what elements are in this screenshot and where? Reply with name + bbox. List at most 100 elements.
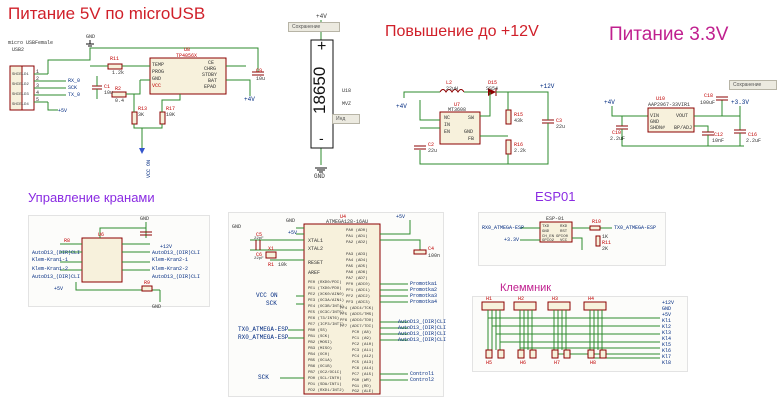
esp-pin-gnd: GND — [542, 230, 550, 234]
mcu-net-5v1: +5V — [288, 230, 298, 236]
usb-r2-ref: R2 — [115, 86, 122, 92]
mcu-pin-r6: PA5 (AD5) — [346, 265, 368, 269]
usb-r13-ref: R13 — [138, 106, 148, 112]
usb-c9-ref: C9 — [256, 68, 263, 74]
usb-u-pin-prog: PROG — [152, 69, 165, 75]
mcu-pin-r19: PC2 (A10) — [352, 343, 374, 347]
usb-c9-val: 10u — [256, 76, 266, 82]
v33-u-part: AAP2967-33VIR1 — [648, 102, 691, 108]
mcu-net-promotka1: Promotka1 — [410, 281, 438, 287]
mcu-net-control2: Control2 — [410, 377, 435, 383]
valves-net-gnd2: GND — [152, 304, 162, 310]
battery-minus-sign: - — [319, 130, 324, 146]
usb-pin-1: 1 — [36, 69, 40, 75]
v33-widget-save[interactable]: Сохранение — [729, 80, 777, 90]
mcu-c4-val: 100n — [428, 253, 441, 259]
v33-c10-val: 2.2uF — [610, 136, 626, 142]
usb-r11-ref: R11 — [110, 56, 120, 62]
v33-pin-vout: VOUT — [676, 113, 689, 119]
battery-plus-net: +4V — [316, 13, 327, 20]
usb-power-net: +4V — [244, 96, 255, 103]
mcu-net-dir2: AutoD13_(DIR)CLI — [398, 325, 447, 331]
esp-pin-txd: TXD — [542, 225, 550, 229]
valves-label-1: AutoD13_(DIR)CLI — [32, 250, 81, 256]
esp-r11-val: 2K — [602, 246, 609, 252]
v33-pin-shdn: SHDN# — [650, 125, 666, 131]
valves-r8-ref: R8 — [64, 238, 71, 244]
mcu-net-dir4: AutoD13_(DIR)CLI — [398, 337, 447, 343]
mcu-pin-r27: PG2 (ALE) — [352, 390, 374, 394]
boost-pin-sw: SW — [468, 115, 475, 121]
valves-r9-ref: R9 — [144, 280, 151, 286]
mcu-pin-r18: PC1 (A9) — [352, 337, 372, 341]
battery-widget-save[interactable]: Сохранение — [288, 22, 340, 32]
mcu-net-rx0: RX0_ATMEGA-ESP — [238, 334, 289, 341]
battery-widget-ind[interactable]: Инд — [332, 114, 360, 124]
mcu-pin-l18: PD1 (SDA/INT1) — [308, 383, 342, 387]
usb-net-sck: SCK — [68, 85, 78, 91]
valves-net-5v: +5V — [54, 286, 64, 292]
v33-c18-val: 100uF — [700, 100, 716, 106]
boost-d-ref: D15 — [488, 80, 498, 86]
boost-c2-val: 22u — [428, 148, 438, 154]
esp-r10-ref: R10 — [592, 219, 602, 225]
mcu-net-sck: SCK — [266, 300, 277, 307]
v33-pin-vin: VIN — [650, 113, 660, 119]
mcu-pin-r8: PA7 (AD7) — [346, 277, 368, 281]
v33-u-ref: U10 — [656, 96, 666, 102]
boost-pin-fb: FB — [468, 136, 475, 142]
mcu-net-promotka4: Promotka4 — [410, 299, 438, 305]
mcu-net-5v2: +5V — [396, 214, 406, 220]
usb-r17-val: 10K — [166, 112, 176, 118]
valves-label-4: AutoD13_(DIR)CLI — [32, 274, 81, 280]
mcu-net-aref: AREF — [308, 270, 321, 276]
terminal-net-8: Kl5 — [662, 342, 672, 348]
mcu-pin-r22: PC5 (A13) — [352, 361, 374, 365]
mcu-pin-l15: PB6 (OC1B) — [308, 365, 333, 369]
mcu-pin-l6: PE5 (OC3C/INT5) — [308, 311, 345, 315]
usb-u-part: TP4056X — [176, 53, 198, 59]
mcu-net-dir1: AutoD13_(DIR)CLI — [398, 319, 447, 325]
boost-u-part: MT3608 — [448, 107, 467, 113]
usb-c1-ref: C1 — [104, 84, 111, 90]
mcu-pin-r10: PF1 (ADC1) — [346, 289, 371, 293]
mcu-net-xtal2: XTAL2 — [308, 246, 324, 252]
mcu-pin-l10: PB1 (SCK) — [308, 335, 330, 339]
battery-part: MVZ — [342, 101, 352, 107]
terminal-h2: H2 — [518, 296, 525, 302]
boost-r15-ref: R15 — [514, 112, 524, 118]
usb-c1-val: 10u — [104, 90, 114, 96]
usb-shield-1: SHIELD1 — [12, 73, 29, 77]
mcu-net-xtal1: XTAL1 — [308, 238, 324, 244]
mcu-c6-val: 22pF — [254, 257, 264, 261]
usb-pin-2: 2 — [36, 76, 40, 82]
boost-pin-in: IN — [444, 122, 451, 128]
valves-label-3: Klem-Kran1-2 — [32, 266, 69, 272]
terminal-net-9: Kl6 — [662, 348, 672, 354]
terminal-net-5: Kl2 — [662, 324, 672, 330]
v33-c10-ref: C10 — [612, 130, 622, 136]
boost-in-net: +4V — [396, 103, 407, 110]
v33-c12-ref: C12 — [714, 132, 724, 138]
valves-u-ref: U6 — [98, 232, 105, 238]
usb-u-ref: U8 — [184, 47, 191, 53]
usb-pin-3: 3 — [36, 83, 40, 89]
mcu-pin-l16: PB7 (OC2/OC1C) — [308, 371, 342, 375]
terminal-net-11: Kl8 — [662, 360, 672, 366]
mcu-pin-r23: PC6 (A14) — [352, 367, 374, 371]
boost-l-ref: L2 — [446, 80, 453, 86]
usb-u-pin-ce: CE — [208, 60, 215, 66]
usb-u-pin-chrg: CHRG — [204, 66, 217, 72]
terminal-net-7: Kl4 — [662, 336, 672, 342]
mcu-r1-ref: R1 — [268, 262, 275, 268]
boost-pin-gnd: GND — [464, 129, 474, 135]
usb-connector-ref: USB2 — [12, 47, 25, 53]
mcu-net-gnd2: GND — [232, 224, 242, 230]
usb-net-tx: TX_0 — [68, 92, 81, 98]
usb-power-panel — [6, 30, 270, 182]
mcu-pin-l14: PB5 (OC1A) — [308, 359, 333, 363]
valves-net-gnd: GND — [140, 216, 150, 222]
usb-u-pin-bat: BAT — [208, 78, 218, 84]
mcu-pin-r16: PF7 (ADC7/TDI) — [340, 325, 374, 329]
